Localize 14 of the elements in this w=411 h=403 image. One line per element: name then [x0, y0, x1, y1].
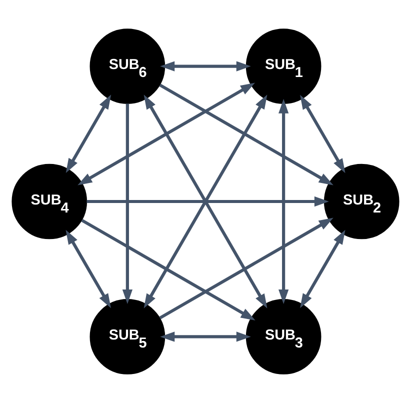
arrow — [122, 104, 132, 304]
arrow — [86, 196, 329, 207]
arrow — [160, 332, 251, 342]
arrow — [81, 218, 256, 320]
arrow — [160, 61, 251, 72]
arrow — [159, 84, 334, 186]
arrow — [159, 218, 334, 320]
arrow — [66, 94, 112, 173]
arrow — [300, 94, 346, 174]
arrow — [144, 94, 268, 308]
arrow — [300, 230, 346, 308]
arrow — [278, 98, 289, 304]
arrow — [78, 82, 256, 186]
arrow — [66, 230, 111, 308]
